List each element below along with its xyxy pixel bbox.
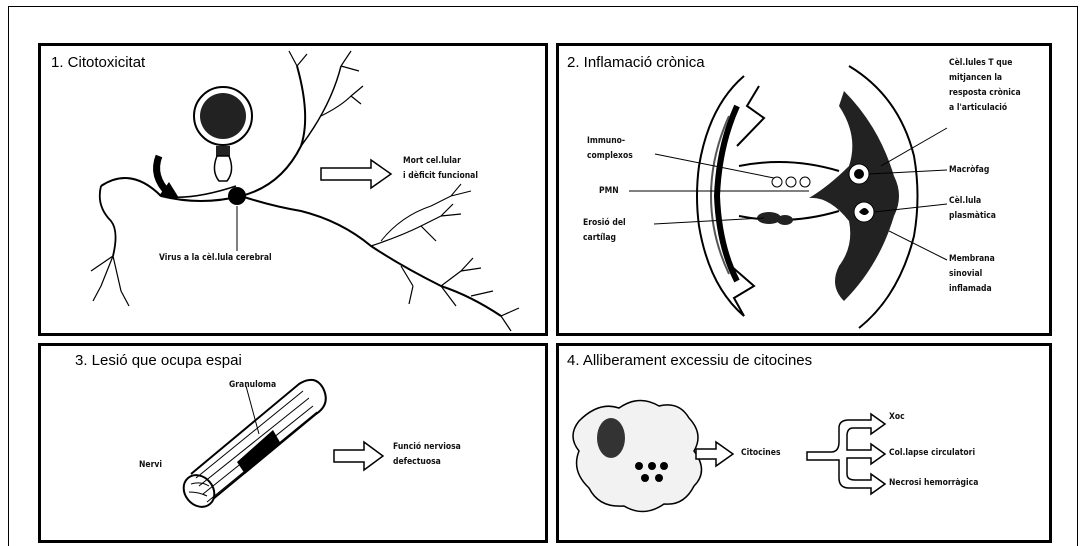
- panel-space-occupying-lesion: 3. Lesió que ocupa espai Granuloma Nervi…: [38, 343, 548, 543]
- label-nerve: Nervi: [139, 458, 162, 473]
- neuron-illustration: [41, 46, 548, 336]
- label-virus-in-cell: Virus a la cèl.lula cerebral: [159, 251, 272, 266]
- label-macrophage: Macròfag: [949, 163, 989, 178]
- arrow-to-nerve-function: [334, 442, 383, 470]
- panel-cytotoxicity: 1. Citotoxicitat Mort cel.lular i dèfici…: [38, 43, 548, 336]
- infected-cell: [228, 187, 246, 205]
- arrow-to-outcome: [321, 160, 391, 188]
- nerve-illustration: [41, 346, 548, 543]
- panel-cytokine-release: 4. Alliberament excessiu de citocines Ci…: [556, 343, 1052, 543]
- label-shock: Xoc: [889, 410, 905, 425]
- branching-arrow: [807, 414, 885, 494]
- label-cell-death: Mort cel.lular i dèficit funcional: [403, 154, 478, 184]
- cell-nucleus: [597, 418, 625, 458]
- label-circulatory-collapse: Col.lapse circulatori: [889, 446, 975, 461]
- label-immune-complexes: Immuno- complexos: [587, 134, 633, 164]
- panel-chronic-inflammation: 2. Inflamació crònica Immuno-: [556, 43, 1052, 336]
- label-hemorrhagic-necrosis: Necrosi hemorràgica: [889, 476, 978, 491]
- label-nerve-function: Funció nerviosa defectuosa: [393, 440, 461, 470]
- label-t-cells: Cèl.lules T que mitjancen la resposta cr…: [949, 56, 1021, 116]
- cytokine-illustration: [559, 346, 1052, 543]
- label-granuloma: Granuloma: [229, 378, 276, 393]
- label-cartilage-erosion: Erosió del cartílag: [583, 216, 626, 246]
- arrow-to-cytokines: [696, 442, 733, 466]
- label-synovial-membrane: Membrana sinovial inflamada: [949, 252, 995, 297]
- label-pmn: PMN: [599, 184, 619, 199]
- virus-core: [200, 93, 246, 139]
- immune-cell: [573, 400, 702, 511]
- label-cytokines: Citocines: [741, 446, 781, 461]
- label-plasma-cell: Cèl.lula plasmàtica: [949, 194, 996, 224]
